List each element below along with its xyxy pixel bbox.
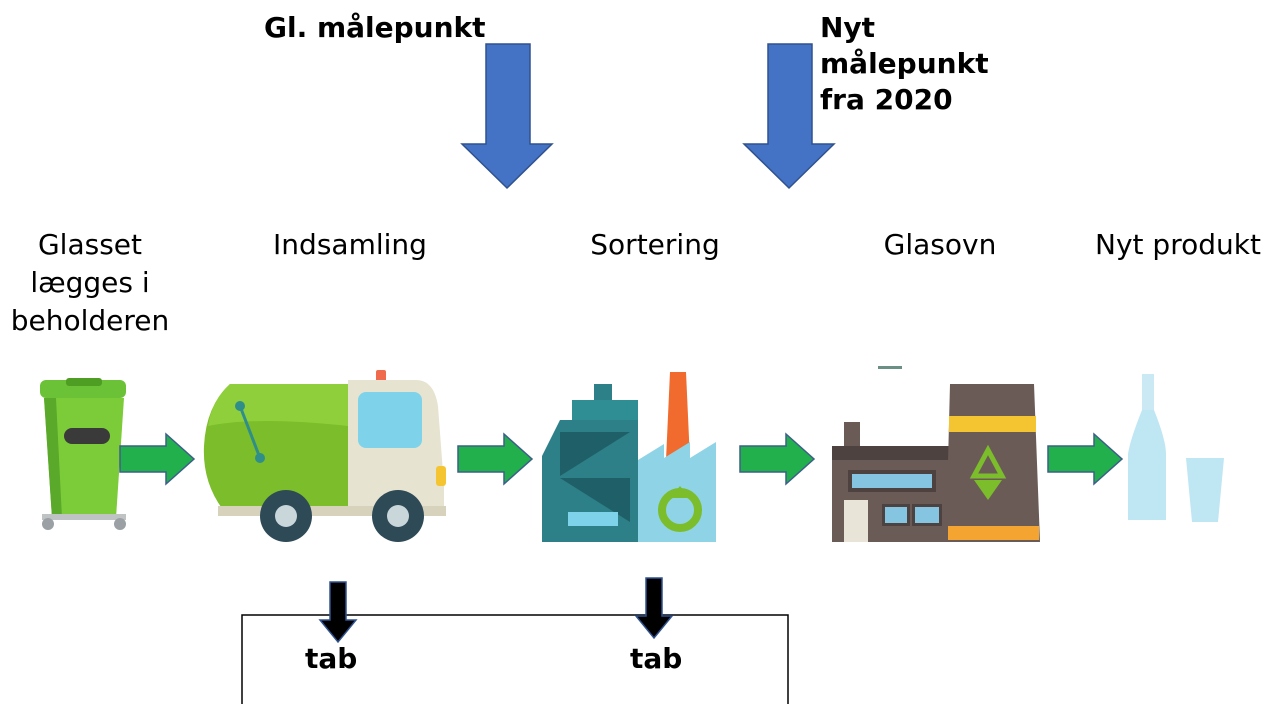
- stage-label-glasset: Glasset lægges i beholderen: [0, 226, 180, 340]
- old-measurement-arrow: [460, 43, 554, 190]
- flow-arrow-1: [119, 432, 196, 486]
- loss-label-2: tab: [630, 642, 683, 675]
- loss-arrow-2: [634, 577, 674, 640]
- stage-label-line: Glasset: [37, 228, 142, 261]
- stage-label-nyt-produkt: Nyt produkt: [1095, 228, 1261, 261]
- glass-furnace-factory-icon: [832, 366, 1040, 542]
- stage-label-line: lægges i: [30, 266, 150, 299]
- stage-label-glasovn: Glasovn: [883, 228, 997, 261]
- flow-arrow-4: [1047, 432, 1124, 486]
- new-measurement-arrow: [742, 43, 836, 190]
- flow-arrow-2: [457, 432, 534, 486]
- new-measurement-point-label: Nyt målepunkt fra 2020: [820, 10, 989, 118]
- old-measurement-point-label: Gl. målepunkt: [264, 11, 486, 44]
- recycling-plant-icon: [542, 372, 716, 542]
- garbage-truck-icon: [203, 370, 446, 542]
- new-measurement-line-1: Nyt: [820, 11, 876, 44]
- green-wheelie-bin-icon: [40, 378, 126, 530]
- flow-arrow-3: [739, 432, 816, 486]
- glass-bottle-and-cup-icon: [1128, 374, 1224, 522]
- loss-arrow-1: [318, 581, 358, 644]
- stage-label-indsamling: Indsamling: [273, 228, 427, 261]
- new-measurement-line-2: målepunkt: [820, 47, 989, 80]
- stage-label-line: beholderen: [10, 304, 170, 337]
- stage-label-sortering: Sortering: [590, 228, 720, 261]
- loss-label-1: tab: [305, 642, 358, 675]
- new-measurement-line-3: fra 2020: [820, 83, 953, 116]
